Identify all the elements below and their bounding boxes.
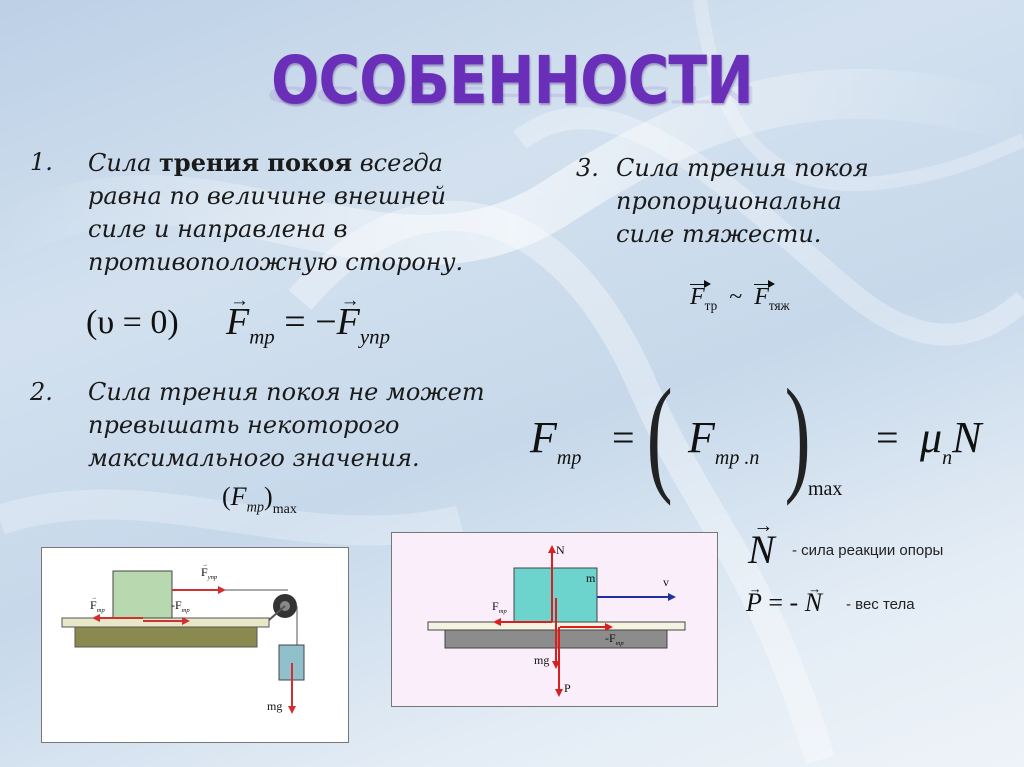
feature-item-2: 2. Сила трения покоя не может превышать …	[30, 376, 550, 486]
item-text: Сила трения покоя пропорциональна силе т…	[616, 152, 869, 251]
item-line: Сила трения покоя	[616, 154, 869, 182]
item-text: Сила трения покоя не может превышать нек…	[88, 376, 485, 475]
item-line: превышать некоторого	[88, 411, 400, 439]
diagram-block-with-pulley: Fтр Fупр -Fтр mg	[41, 547, 349, 743]
formula-condition: (υ = 0)	[86, 304, 179, 341]
item-line: Сила трения покоя не может	[88, 378, 485, 406]
item-number: 2.	[30, 378, 53, 406]
slide-title-reflection: ОСОБЕННОСТИ	[266, 81, 758, 108]
emphasis-text: трения покоя	[159, 148, 353, 177]
item-line: силе тяжести.	[616, 220, 822, 248]
diagram-block-on-surface: N m v Fтр -Fтр mg P	[391, 532, 718, 707]
left-parenthesis: (	[646, 363, 673, 507]
item-line: Сила трения покоя всегда	[88, 148, 443, 177]
formula-max-static-friction: (Fтр)max	[222, 482, 297, 517]
feature-item-1: 1. Сила трения покоя всегда равна по вел…	[30, 146, 550, 286]
formula-proportional: Fтр ~ Fтяж	[690, 280, 790, 313]
item-line: максимального значения.	[88, 444, 420, 472]
right-parenthesis: )	[784, 363, 811, 507]
item-text: Сила трения покоя всегда равна по величи…	[88, 146, 463, 279]
diagram-right-drawing	[427, 545, 686, 697]
item-number: 3.	[576, 154, 599, 182]
item-line: силе и направлена в	[88, 215, 348, 243]
item-line: противоположную сторону.	[88, 248, 464, 276]
feature-item-3: 3. Сила трения покоя пропорциональна сил…	[576, 152, 1016, 262]
item-line: равна по величине внешней	[88, 182, 447, 210]
diagram-left-drawing	[61, 570, 305, 714]
formula-static-friction-equality: Fтр = −Fупр	[226, 300, 390, 349]
item-number: 1.	[30, 148, 53, 176]
item-line: пропорциональна	[616, 187, 842, 215]
slide-title: ОСОБЕННОСТИ	[271, 42, 754, 119]
